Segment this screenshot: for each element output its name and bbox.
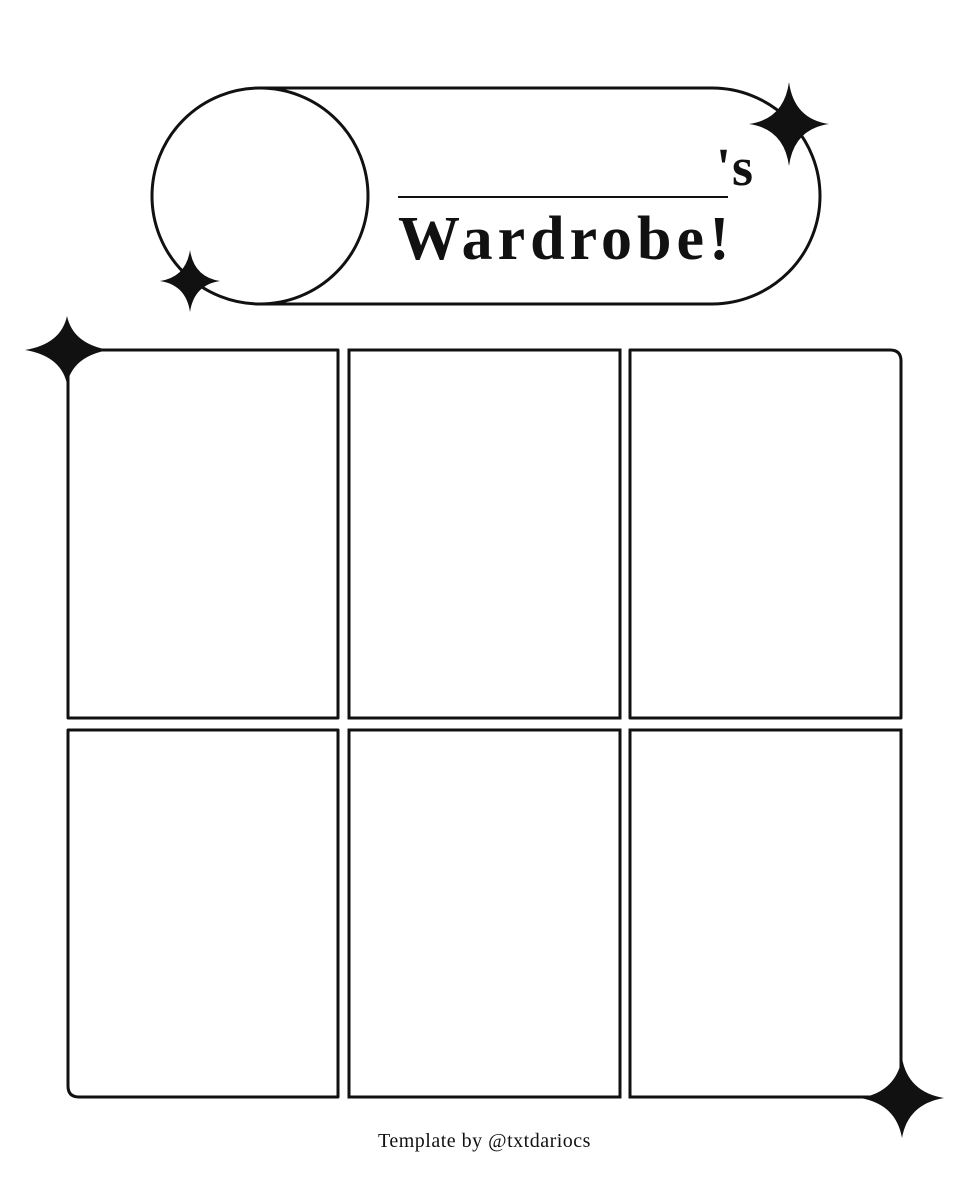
wardrobe-slot-1[interactable] [66,348,340,720]
possessive-suffix: 's [716,137,755,197]
title-pill [258,86,822,306]
sparkle-icon [749,82,829,166]
sparkle-icon [25,316,109,384]
wardrobe-slot-2[interactable] [347,348,622,720]
sparkle-icon [860,1058,944,1138]
name-blank-line[interactable] [398,196,728,198]
avatar-circle[interactable] [150,86,370,306]
page-title: Wardrobe! [398,205,735,273]
template-credit: Template by @txtdariocs [378,1130,591,1152]
wardrobe-slot-6[interactable] [628,728,903,1099]
wardrobe-slot-5[interactable] [347,728,622,1099]
wardrobe-slot-4[interactable] [66,728,340,1099]
sparkle-icon [160,250,220,312]
wardrobe-slot-3[interactable] [628,348,903,720]
